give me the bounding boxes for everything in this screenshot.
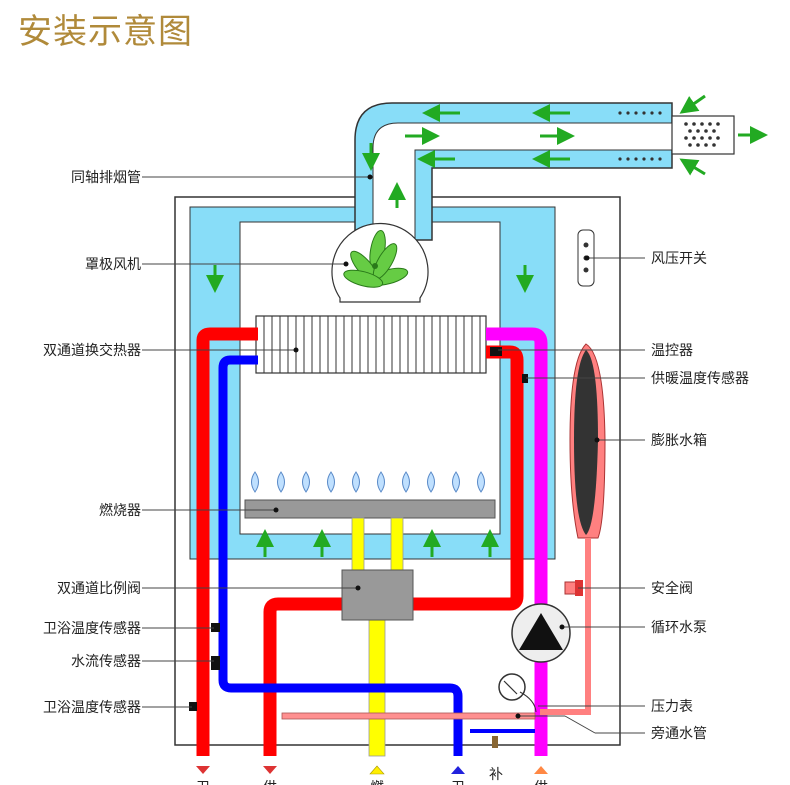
fan xyxy=(331,222,429,303)
label-burner: 燃烧器 xyxy=(99,502,141,519)
label-dhw-temp-sensor-1: 卫浴温度传感器 xyxy=(43,620,141,637)
heat-exchanger xyxy=(255,315,487,374)
label-dhw-temp-sensor-2: 卫浴温度传感器 xyxy=(43,699,141,716)
proportional-valve xyxy=(341,569,414,621)
marker-heating-flow xyxy=(263,766,277,774)
burner-flames xyxy=(251,471,485,493)
heating-return-pipe xyxy=(486,327,548,756)
bottom-label-6: 供 xyxy=(534,780,548,785)
connection-markers xyxy=(196,765,548,775)
hot-water-pipes xyxy=(196,327,524,756)
marker-heating-return xyxy=(534,766,548,774)
bypass-pipe xyxy=(281,712,536,720)
bottom-label-2: 供 xyxy=(263,780,277,785)
pressure-gauge xyxy=(498,673,537,713)
circulation-pump xyxy=(511,603,571,663)
label-heating-temp-sensor: 供暖温度传感器 xyxy=(651,370,749,387)
bottom-label-4: 卫 xyxy=(451,780,465,785)
label-bypass-pipe: 旁通水管 xyxy=(651,725,707,742)
sensors xyxy=(189,347,528,711)
label-air-pressure-switch: 风压开关 xyxy=(651,251,707,267)
marker-gas xyxy=(369,765,385,775)
bottom-label-5: 补 xyxy=(489,767,503,783)
label-pressure-gauge: 压力表 xyxy=(651,699,693,715)
connection-labels: 卫 供 燃 卫 补 供 xyxy=(196,767,548,785)
label-circulation-pump: 循环水泵 xyxy=(651,620,707,636)
cold-water-pipes xyxy=(218,355,463,756)
marker-cold-in xyxy=(451,766,465,774)
bottom-label-3: 燃 xyxy=(370,779,384,785)
component-labels: 同轴排烟管 罩极风机 双通道换交热器 燃烧器 双通道比例阀 卫浴温度传感器 水流… xyxy=(43,170,749,742)
page-title: 安装示意图 xyxy=(18,12,193,52)
bottom-label-1: 卫 xyxy=(196,780,210,785)
expansion-tank xyxy=(540,343,606,715)
gas-pipes xyxy=(351,517,404,757)
label-safety-valve: 安全阀 xyxy=(651,580,693,597)
label-heat-exchanger: 双通道换交热器 xyxy=(43,342,141,359)
label-water-flow-sensor: 水流传感器 xyxy=(71,653,141,670)
label-expansion-tank: 膨胀水箱 xyxy=(651,432,707,449)
label-coaxial-flue: 同轴排烟管 xyxy=(71,170,141,186)
leader-lines xyxy=(142,176,645,734)
label-thermostat: 温控器 xyxy=(651,343,693,359)
flue-terminal xyxy=(671,115,735,155)
label-proportional-valve: 双通道比例阀 xyxy=(57,581,141,597)
label-fan: 罩极风机 xyxy=(85,257,141,273)
makeup-water-pipe xyxy=(470,729,535,748)
airflow-arrows xyxy=(206,94,768,557)
marker-dhw-out xyxy=(196,766,210,774)
burner xyxy=(244,499,496,519)
